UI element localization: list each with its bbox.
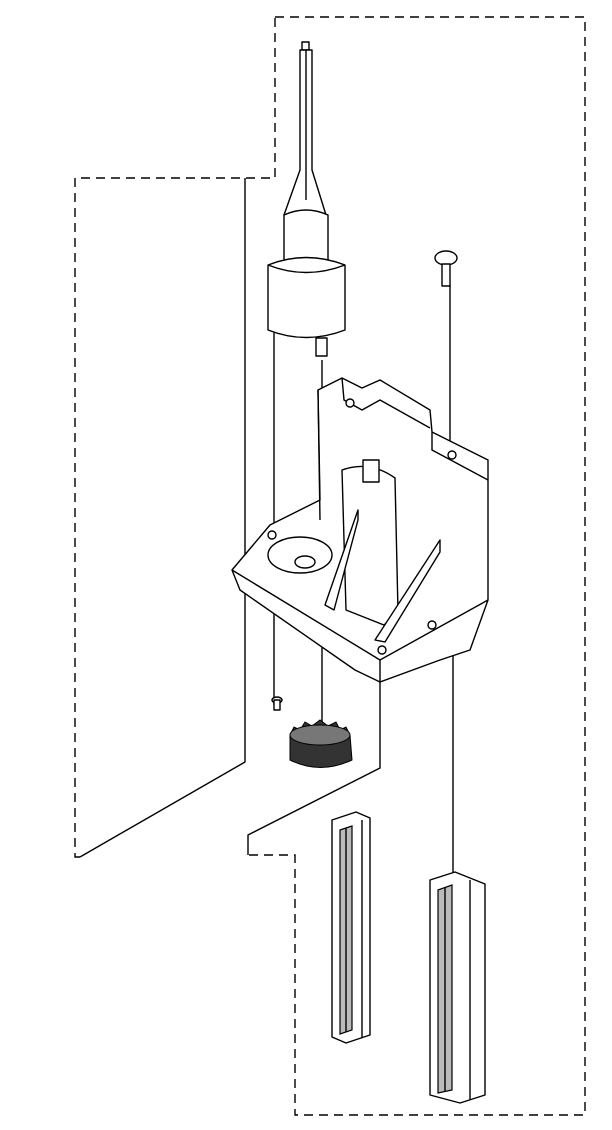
boundary-leader-left	[79, 178, 246, 858]
top-screw-part	[434, 250, 458, 287]
boundary-leader-right	[247, 680, 381, 855]
bracket-housing-part	[231, 377, 489, 683]
probe-sensor-part	[267, 41, 346, 357]
dashed-boundary-outline	[74, 16, 586, 1116]
small-screw-part	[271, 696, 283, 711]
aluminum-extrusion-left	[331, 811, 371, 1044]
aluminum-extrusion-right	[429, 871, 486, 1104]
gear-part	[289, 719, 353, 768]
